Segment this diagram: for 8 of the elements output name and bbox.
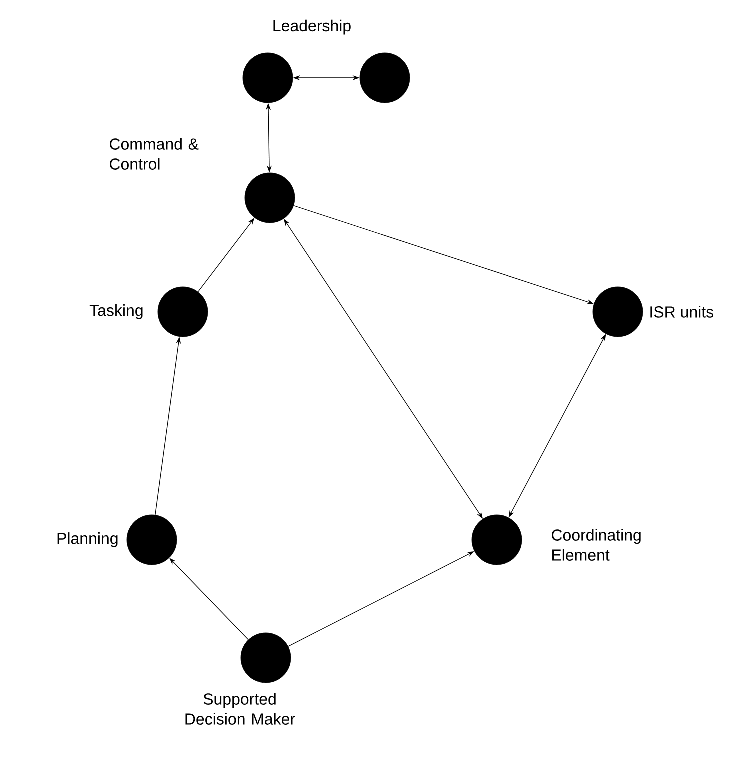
node-label: Tasking — [90, 304, 143, 320]
node-label: Supported Decision Maker — [186, 693, 296, 725]
node-label: Command & Control — [110, 138, 199, 170]
node-label: Planning — [58, 532, 118, 548]
node-circle — [360, 52, 410, 104]
node-label: ISR units — [650, 306, 714, 318]
node-label: Coordinating Element — [552, 529, 641, 561]
node-label: Leadership — [274, 20, 351, 35]
